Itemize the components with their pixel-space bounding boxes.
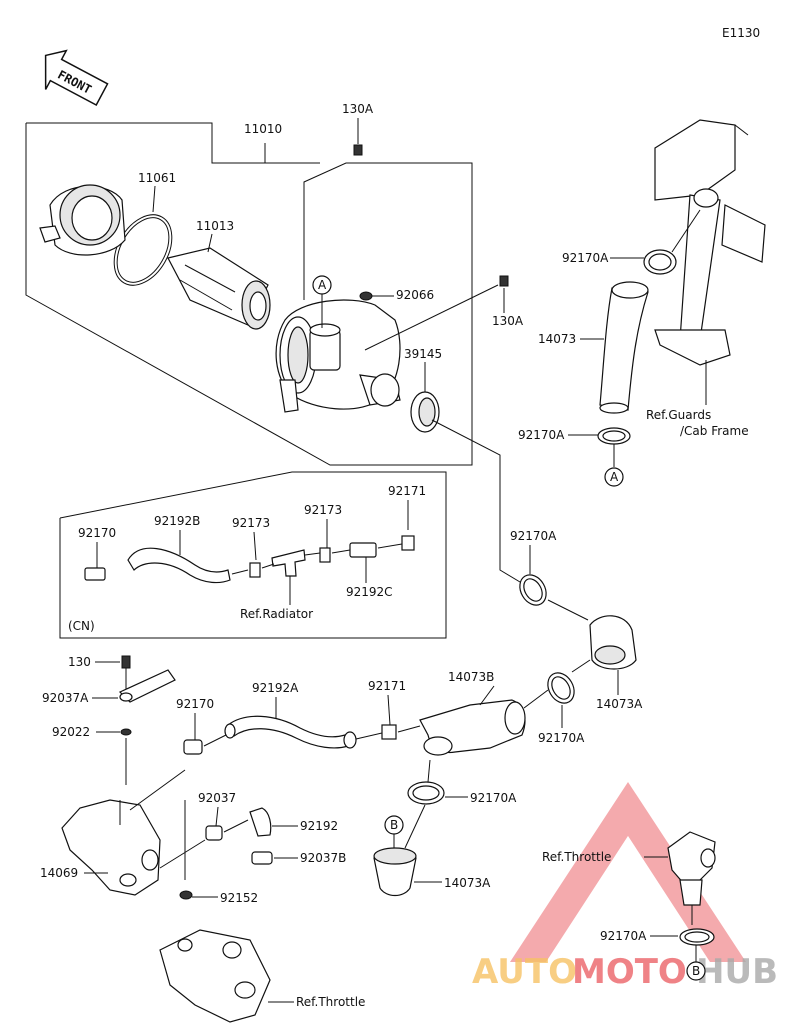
label-92152: 92152: [220, 891, 258, 905]
label-14073a-2: 14073A: [444, 876, 491, 890]
bolt-130: [121, 655, 131, 669]
automotohub-watermark: AUTO MOTO HUB: [472, 782, 778, 992]
svg-text:A: A: [610, 470, 619, 484]
watermark-auto: AUTO: [472, 952, 577, 992]
clamp-92170a-4: [547, 672, 575, 704]
clamp-92170a-2: [597, 427, 631, 445]
air-cleaner-housing: [275, 299, 401, 413]
cleaner-cover: [39, 184, 126, 256]
label-92170a-4: 92170A: [538, 731, 585, 745]
label-92022: 92022: [52, 725, 90, 739]
label-92170a-6: 92170A: [600, 929, 647, 943]
label-ref-cab-frame: /Cab Frame: [680, 424, 749, 438]
clamp-92170a-6: [679, 928, 715, 946]
label-92066: 92066: [396, 288, 434, 302]
clamp-92170a-3: [519, 574, 547, 606]
label-ref-radiator: Ref.Radiator: [240, 607, 313, 621]
svg-text:B: B: [390, 818, 398, 832]
label-11010: 11010: [244, 122, 282, 136]
label-92192: 92192: [300, 819, 338, 833]
label-92037a: 92037A: [42, 691, 89, 705]
grommet-92152: [179, 890, 193, 900]
ring-39145: [410, 391, 440, 433]
hose-92192a: [224, 715, 357, 749]
svg-text:A: A: [318, 278, 327, 292]
watermark-moto: MOTO: [572, 952, 687, 992]
label-92192b: 92192B: [154, 514, 200, 528]
label-130a-right: 130A: [492, 314, 524, 328]
label-cn: (CN): [68, 619, 95, 633]
label-14073: 14073: [538, 332, 576, 346]
hose-14073: [599, 281, 649, 414]
label-ref-throttle-bottom: Ref.Throttle: [296, 995, 365, 1009]
callout-b-right: B: [686, 961, 706, 981]
clamp-92170a-5: [407, 781, 445, 805]
label-92192c: 92192C: [346, 585, 393, 599]
clamp-92170: [183, 739, 203, 755]
callout-a-center: A: [312, 275, 332, 328]
label-92037b: 92037B: [300, 851, 346, 865]
svg-text:B: B: [692, 964, 700, 978]
label-92170a-1: 92170A: [562, 251, 609, 265]
grommet-92066: [359, 291, 373, 301]
clamp-92037b: [251, 851, 273, 865]
clamp-92170a-1: [643, 249, 677, 275]
label-92170a-3: 92170A: [510, 529, 557, 543]
hose-92192: [249, 807, 272, 837]
air-filter-element: [167, 247, 271, 330]
label-14073a-1: 14073A: [596, 697, 643, 711]
assembly-outline: [25, 122, 473, 466]
diagram-code: E1130: [722, 26, 760, 40]
label-11061: 11061: [138, 171, 176, 185]
cn-detail-box: [59, 471, 447, 639]
bolt-130a-right: [499, 275, 509, 287]
watermark-hub: HUB: [696, 952, 778, 992]
clip-92171: [381, 724, 397, 740]
label-92170-cn: 92170: [78, 526, 116, 540]
label-ref-guards: Ref.Guards: [646, 408, 711, 422]
label-92170: 92170: [176, 697, 214, 711]
label-92037: 92037: [198, 791, 236, 805]
label-92170a-2: 92170A: [518, 428, 565, 442]
label-92171: 92171: [368, 679, 406, 693]
washer-92022: [120, 728, 132, 736]
hose-14073b: [419, 699, 526, 756]
front-arrow-icon: FRONT: [44, 49, 109, 107]
throttle-body-right: [667, 831, 716, 906]
bolt-130a-top: [353, 144, 363, 156]
label-ref-throttle-right: Ref.Throttle: [542, 850, 611, 864]
cn-hose-assembly: [84, 535, 415, 584]
callout-a-bottom: A: [604, 467, 624, 487]
intake-duct-14069: [61, 799, 161, 896]
label-92173-b: 92173: [304, 503, 342, 517]
clamp-92037: [205, 825, 223, 841]
throttle-body-bottom: [159, 929, 271, 1023]
callout-b-center: B: [384, 804, 426, 849]
bracket-92037a: [118, 669, 176, 703]
label-130: 130: [68, 655, 91, 669]
label-14073b: 14073B: [448, 670, 494, 684]
label-92170a-5: 92170A: [470, 791, 517, 805]
hose-14073a-lower: [373, 847, 417, 897]
cab-frame-part: [654, 119, 766, 366]
label-14069: 14069: [40, 866, 78, 880]
label-130a-top: 130A: [342, 102, 374, 116]
hose-14073a-upper: [589, 615, 637, 670]
label-11013: 11013: [196, 219, 234, 233]
label-39145: 39145: [404, 347, 442, 361]
label-92171-cn: 92171: [388, 484, 426, 498]
label-92192a: 92192A: [252, 681, 299, 695]
label-92173-a: 92173: [232, 516, 270, 530]
